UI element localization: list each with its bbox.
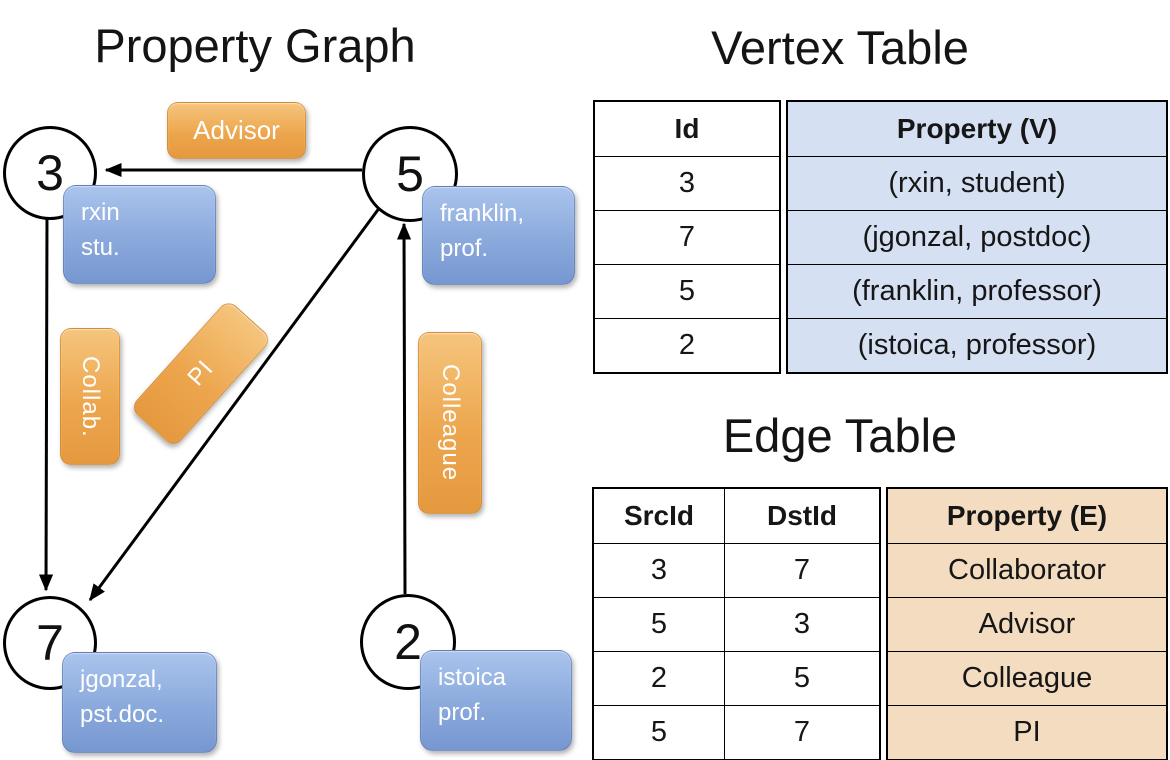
table-cell: (istoica, professor) (788, 318, 1166, 372)
vertex-table-header-id: Id (674, 113, 700, 144)
vertex-property-line: prof. (440, 235, 489, 262)
table-cell: PI (888, 705, 1166, 759)
column-divider-gap (881, 487, 886, 760)
table-cell: Colleague (888, 651, 1166, 705)
edge-label-collab: Collab. (60, 328, 120, 465)
vertex-table-property-column: Property (V) (rxin, student) (jgonzal, p… (786, 100, 1168, 374)
vertex-property-line: rxin (81, 199, 120, 226)
vertex-table-id-column: Id 3 7 5 2 (593, 100, 781, 374)
table-cell: (jgonzal, postdoc) (788, 210, 1166, 264)
edge-table-header-srcid: SrcId (623, 500, 695, 531)
table-cell: 7 (595, 210, 779, 264)
edge-line-pi (88, 206, 382, 602)
edge-table: SrcId 3 5 2 5 DstId 7 3 5 7 Property (E)… (592, 487, 1168, 760)
vertex-property-istoica: istoica prof. (420, 650, 572, 751)
node-2-id: 2 (394, 614, 422, 670)
edge-table-dstid-column: DstId 7 3 5 7 (725, 489, 879, 759)
edge-label-text: Collab. (77, 355, 104, 438)
table-cell: 7 (725, 543, 879, 597)
vertex-property-line: jgonzal, (80, 666, 163, 693)
graph-edges-layer (38, 162, 412, 602)
edge-table-srcid-column: SrcId 3 5 2 5 (594, 489, 725, 759)
node-3-id: 3 (36, 145, 64, 201)
table-cell: 7 (725, 705, 879, 759)
table-cell: 3 (725, 597, 879, 651)
table-cell: 5 (594, 597, 724, 651)
vertex-property-line: pst.doc. (80, 701, 165, 728)
table-cell: 3 (594, 543, 724, 597)
table-cell: (franklin, professor) (788, 264, 1166, 318)
column-divider-gap (781, 100, 786, 374)
vertex-property-franklin: franklin, prof. (422, 186, 575, 285)
edge-table-header-dstid: DstId (767, 500, 837, 531)
vertex-property-line: istoica (438, 664, 507, 691)
vertex-property-rxin: rxin stu. (63, 185, 216, 284)
vertex-property-jgonzal: jgonzal, pst.doc. (62, 652, 217, 753)
node-7-id: 7 (36, 615, 64, 671)
vertex-table-title: Vertex Table (711, 21, 969, 74)
edge-table-title: Edge Table (722, 409, 958, 462)
edge-line-colleague (396, 222, 412, 595)
table-cell: 5 (725, 651, 879, 705)
graph-node-5: 5 (362, 126, 458, 222)
table-cell: Collaborator (888, 543, 1166, 597)
property-graph-title: Property Graph (94, 19, 416, 72)
table-cell: 5 (595, 264, 779, 318)
edge-label-text: Advisor (193, 115, 280, 145)
table-cell: 3 (595, 156, 779, 210)
edge-label-text: Colleague (437, 364, 464, 482)
edge-label-text: PI (182, 354, 219, 392)
edge-line-collab (38, 213, 54, 592)
edge-label-advisor: Advisor (167, 102, 306, 159)
edge-table-property-column: Property (E) Collaborator Advisor Collea… (886, 487, 1168, 760)
edge-table-id-columns: SrcId 3 5 2 5 DstId 7 3 5 7 (592, 487, 881, 760)
vertex-property-line: prof. (438, 699, 487, 726)
table-cell: Advisor (888, 597, 1166, 651)
vertex-table-header-property: Property (V) (788, 102, 1166, 156)
vertex-property-line: franklin, (440, 200, 525, 227)
vertex-table: Id 3 7 5 2 Property (V) (rxin, student) … (593, 100, 1168, 374)
edge-label-colleague: Colleague (418, 332, 482, 514)
table-cell: 2 (595, 318, 779, 372)
vertex-property-line: stu. (81, 234, 120, 261)
table-cell: 5 (594, 705, 724, 759)
node-5-id: 5 (396, 146, 424, 202)
table-cell: (rxin, student) (788, 156, 1166, 210)
table-cell: 2 (594, 651, 724, 705)
graph-node-2: 2 (360, 594, 456, 690)
edge-table-header-property: Property (E) (888, 489, 1166, 543)
